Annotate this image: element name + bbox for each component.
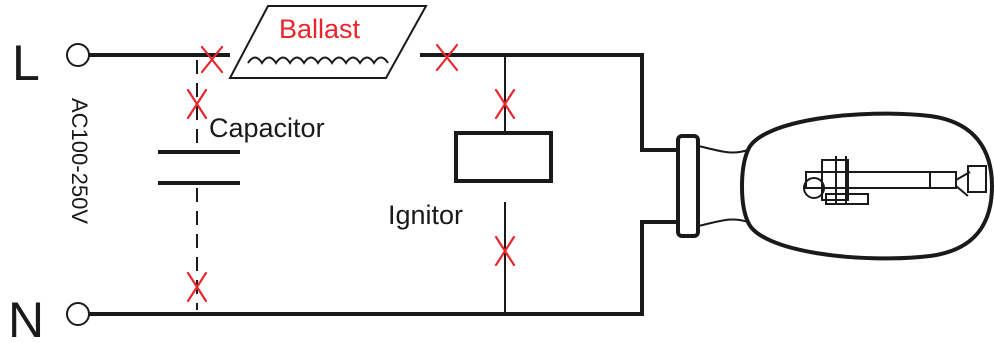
ballast-coil-icon <box>247 56 389 65</box>
ballast-label: Ballast <box>279 14 361 44</box>
lamp-getter-ring <box>803 177 825 199</box>
terminal-n-circle <box>66 302 90 326</box>
terminal-l-circle <box>66 43 90 67</box>
ballast-box <box>228 5 428 79</box>
ignitor-label: Ignitor <box>388 200 463 230</box>
fault-marker-ballast-out <box>435 43 459 72</box>
lamp-feed-bottom <box>640 220 680 316</box>
capacitor-label: Capacitor <box>209 113 325 143</box>
fault-marker-ballast-in <box>200 45 224 74</box>
fault-marker-ignitor-bottom <box>494 235 516 267</box>
lamp-tip-wires <box>955 171 971 197</box>
lamp-socket <box>676 134 700 238</box>
lamp-bulb <box>740 111 994 261</box>
lamp-base-bracket <box>825 193 869 205</box>
terminal-n-label: N <box>8 292 44 343</box>
fault-marker-capacitor-bottom <box>186 271 208 303</box>
terminal-l-label: L <box>12 35 40 91</box>
lamp-icon <box>676 111 994 261</box>
fault-marker-capacitor-top <box>186 88 208 120</box>
lamp-feed-top <box>640 53 680 152</box>
lamp-neck <box>697 145 749 227</box>
lamp-tip-clamp <box>967 165 987 193</box>
fault-markers <box>186 43 516 303</box>
ignitor-box <box>454 131 553 183</box>
fault-marker-ignitor-top <box>494 88 516 120</box>
supply-voltage-label: AC100-250V <box>67 98 92 224</box>
lamp-arc-tube <box>805 171 957 189</box>
